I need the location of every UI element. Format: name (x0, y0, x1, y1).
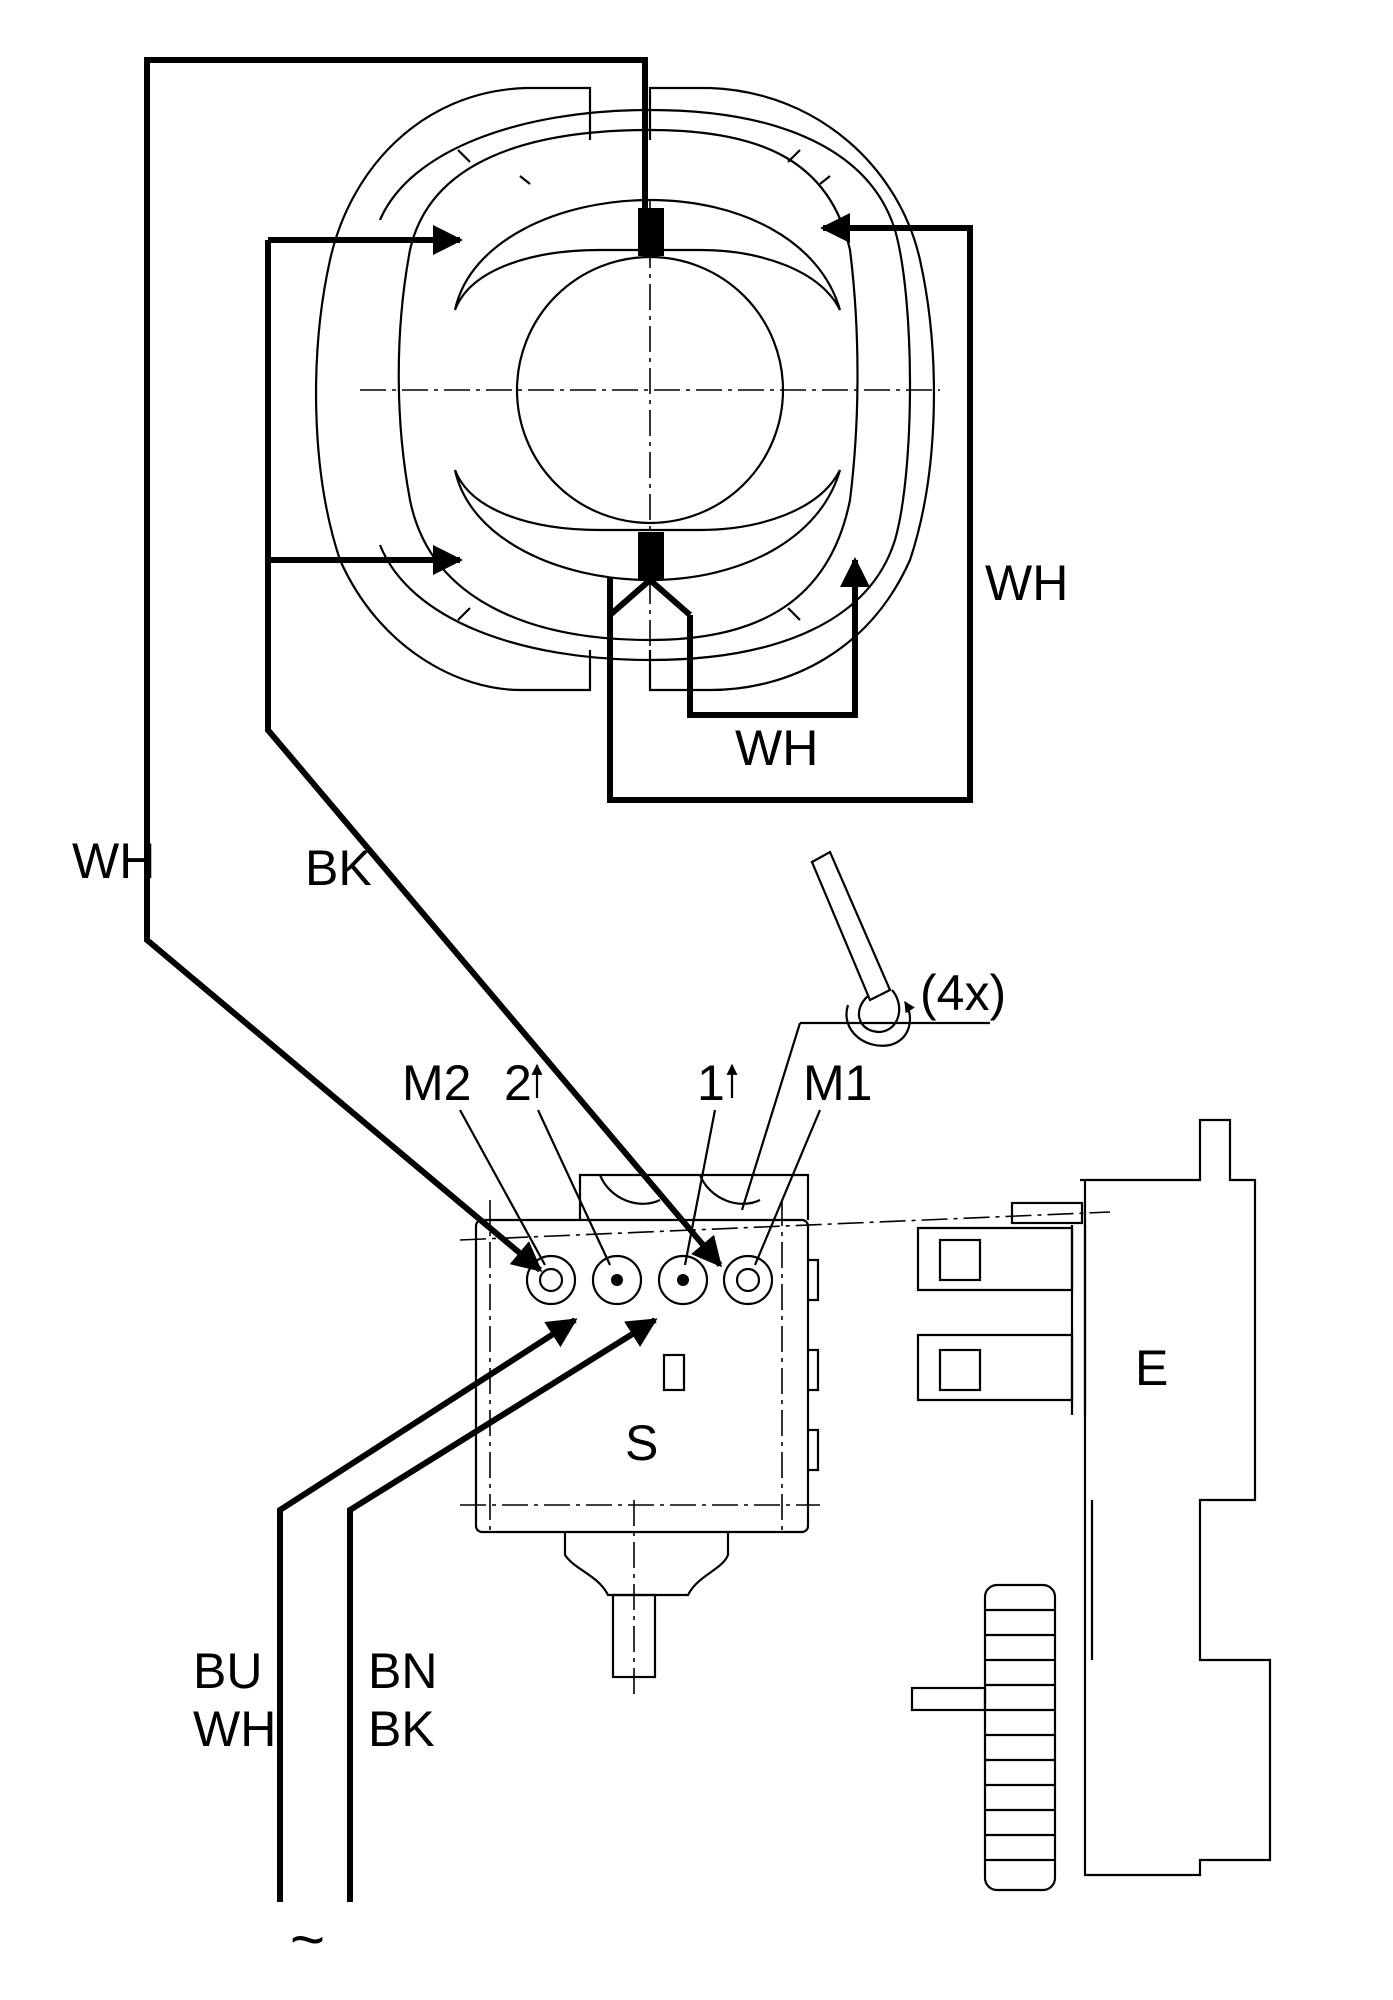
label-switch: S (625, 1415, 658, 1471)
wires (144, 57, 973, 1902)
label-2: 2 (504, 1055, 532, 1111)
control-dial[interactable] (983, 1583, 1057, 1892)
terminal-m2 (525, 1254, 577, 1306)
label-bn: BN (368, 1643, 437, 1699)
label-1: 1 (697, 1055, 725, 1111)
label-bk: BK (305, 840, 372, 896)
label-screw-count: (4x) (920, 965, 1006, 1021)
electronics-module (910, 1118, 1272, 1892)
wire-mains-right (347, 1317, 658, 1902)
terminal-1 (657, 1254, 709, 1306)
labels: WH WH WH BK (4x) M2 2 1 M1 S E BU WH BN … (72, 555, 1168, 1973)
wire-wh-left (144, 57, 648, 1273)
label-wh-left: WH (72, 833, 155, 889)
label-bk-mains: BK (368, 1701, 435, 1757)
wire-mains-left (277, 1317, 578, 1902)
label-wh-top-right: WH (985, 555, 1068, 611)
label-m2: M2 (402, 1055, 471, 1111)
terminal-m1 (722, 1254, 774, 1306)
terminal-2 (591, 1254, 643, 1306)
label-bu: BU (193, 1643, 262, 1699)
wire-bk (265, 240, 723, 1268)
wire-wh-right-inner (687, 557, 870, 718)
label-wh-bottom: WH (735, 720, 818, 776)
label-mains-symbol: ~ (290, 1906, 325, 1973)
wire-brush-bottom (608, 576, 692, 618)
screwdriver-icon (740, 850, 990, 1211)
label-wh-mains: WH (193, 1701, 276, 1757)
switch-body (459, 1173, 1111, 1700)
label-m1: M1 (803, 1055, 872, 1111)
label-electronics: E (1135, 1340, 1168, 1396)
wire-wh-right-outer (607, 213, 973, 803)
